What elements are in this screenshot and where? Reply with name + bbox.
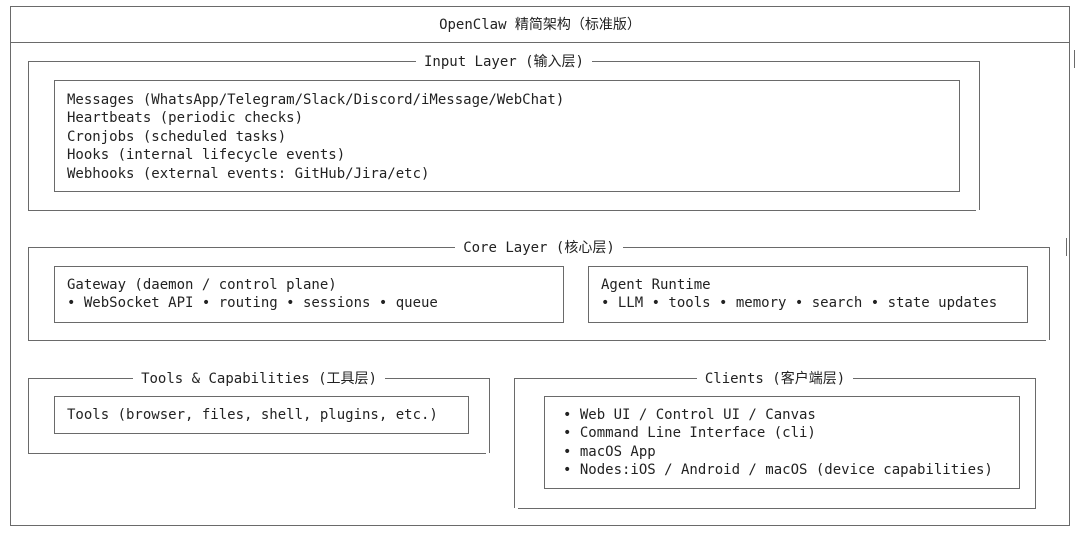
diagram-title: OpenClaw 精简架构（标准版） xyxy=(439,17,641,33)
tools-item: Tools (browser, files, shell, plugins, e… xyxy=(67,407,438,423)
list-item: • Nodes:iOS / Android / macOS (device ca… xyxy=(563,462,993,479)
tools-layer-frame: Tools & Capabilities (工具层) xyxy=(28,371,490,453)
clients-layer-frame: Clients (客户端层) xyxy=(514,371,1036,508)
input-list: Messages (WhatsApp/Telegram/Slack/Discor… xyxy=(67,91,947,183)
list-item: Messages (WhatsApp/Telegram/Slack/Discor… xyxy=(67,92,565,108)
outer-tick-right-1 xyxy=(1074,50,1075,68)
clients-layer-bottom xyxy=(518,508,1036,509)
core-layer-label: Core Layer (核心层) xyxy=(455,240,623,256)
tools-layer-bottom xyxy=(28,453,486,454)
clients-box: • Web UI / Control UI / Canvas • Command… xyxy=(544,396,1020,489)
agent-runtime-box: Agent Runtime • LLM • tools • memory • s… xyxy=(588,266,1028,323)
list-item: • Web UI / Control UI / Canvas xyxy=(563,407,816,423)
core-layer-frame: Core Layer (核心层) xyxy=(28,240,1050,340)
input-layer-bottom xyxy=(28,210,976,211)
list-item: Hooks (internal lifecycle events) xyxy=(67,147,346,164)
gateway-box: Gateway (daemon / control plane) • WebSo… xyxy=(54,266,564,323)
title-divider xyxy=(10,42,1070,43)
list-item: Cronjobs (scheduled tasks) xyxy=(67,128,287,145)
list-item: Heartbeats (periodic checks) xyxy=(67,110,304,127)
outer-tick-right-2 xyxy=(1066,238,1067,256)
list-item: • macOS App xyxy=(563,443,656,460)
clients-layer-label: Clients (客户端层) xyxy=(696,371,854,387)
outer-frame xyxy=(10,6,1070,526)
input-layer-label: Input Layer (输入层) xyxy=(415,54,592,70)
gateway-features: • WebSocket API • routing • sessions • q… xyxy=(67,295,438,312)
list-item: • Command Line Interface (cli) xyxy=(563,425,816,442)
input-layer-box: Messages (WhatsApp/Telegram/Slack/Discor… xyxy=(54,80,960,192)
gateway-title: Gateway (daemon / control plane) xyxy=(67,277,337,293)
core-layer-bottom xyxy=(28,340,1046,341)
agent-runtime-features: • LLM • tools • memory • search • state … xyxy=(601,295,998,312)
agent-runtime-title: Agent Runtime xyxy=(601,277,711,293)
tools-box: Tools (browser, files, shell, plugins, e… xyxy=(54,396,469,434)
list-item: Webhooks (external events: GitHub/Jira/e… xyxy=(67,165,430,182)
input-layer-frame: Input Layer (输入层) xyxy=(28,54,980,210)
tools-layer-label: Tools & Capabilities (工具层) xyxy=(133,371,385,387)
